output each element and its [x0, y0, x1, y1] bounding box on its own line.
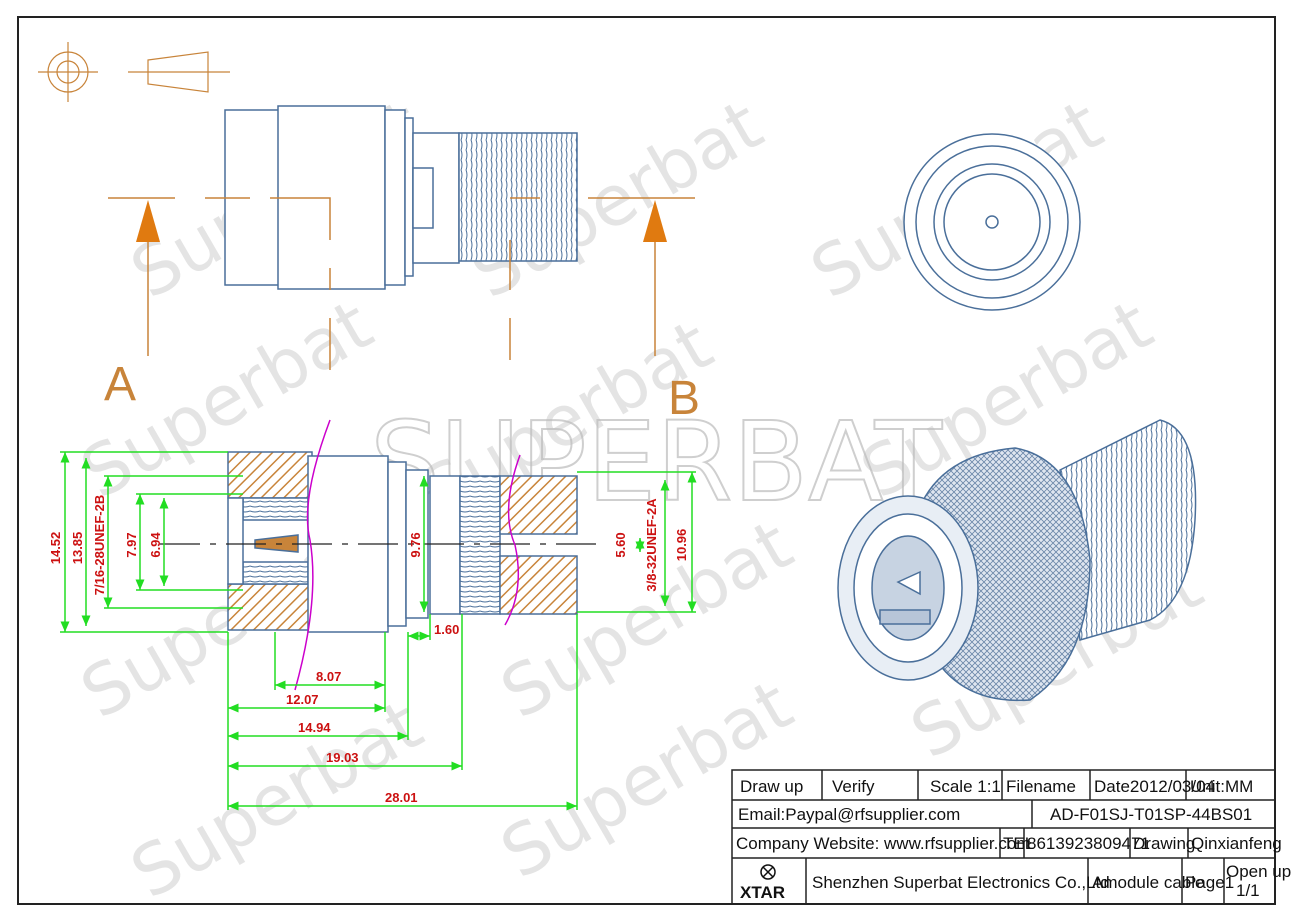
tb-drawing-label: Drawing: [1133, 834, 1195, 853]
arrow-b-icon: [643, 200, 667, 242]
tb-date: Date2012/03/04: [1094, 777, 1215, 796]
center-pin-icon: [896, 570, 921, 596]
end-view: [903, 133, 1081, 311]
dim-thread-right: 3/8-32UNEF-2A: [644, 498, 659, 592]
tb-tel-label: TEL: [1003, 834, 1034, 853]
xtar-logo-icon: [760, 864, 776, 880]
tb-part-no: AD-F01SJ-T01SP-44BS01: [1050, 805, 1252, 824]
dim-9-76: 9.76: [408, 532, 423, 557]
tb-draw-up: Draw up: [740, 777, 803, 796]
dim-14-52: 14.52: [48, 532, 63, 565]
dim-10-96: 10.96: [674, 529, 689, 562]
tb-unit: Unit:MM: [1190, 777, 1253, 796]
sheet-border: [17, 16, 1276, 905]
section-label-b: B: [668, 372, 700, 425]
dim-1-60: 1.60: [434, 622, 459, 637]
section-line-a-b: [108, 197, 695, 370]
tb-page: Page1: [1185, 873, 1234, 892]
dim-8-07: 8.07: [316, 669, 341, 684]
tb-tel: 8613923809471: [1027, 834, 1150, 853]
tb-verify: Verify: [832, 777, 875, 796]
dim-6-94: 6.94: [148, 532, 163, 558]
tb-product: Amodule cable: [1092, 873, 1204, 892]
tb-email: Email:Paypal@rfsupplier.com: [738, 805, 960, 824]
dim-thread-left: 7/16-28UNEF-2B: [92, 495, 107, 595]
section-label-a: A: [104, 358, 136, 411]
dim-14-94: 14.94: [298, 720, 331, 735]
tb-company: Shenzhen Superbat Electronics Co.,Ltd: [812, 873, 1110, 892]
tb-drawer: Qinxianfeng: [1191, 834, 1282, 853]
dim-5-60: 5.60: [613, 532, 628, 557]
tb-open-up: Open up: [1226, 862, 1291, 881]
dimension-lines: [60, 451, 697, 811]
tb-scale: Scale 1:1: [930, 777, 1001, 796]
dim-28-01: 28.01: [385, 790, 418, 805]
connector-3d-render: [837, 419, 1197, 702]
arrow-a-icon: [136, 200, 160, 242]
tb-filename: Filename: [1006, 777, 1076, 796]
tb-website: Company Website: www.rfsupplier.com: [736, 834, 1030, 853]
tb-logo-text: XTAR: [740, 883, 785, 902]
tb-pages: 1/1: [1236, 881, 1260, 900]
dim-19-03: 19.03: [326, 750, 359, 765]
dim-7-97: 7.97: [124, 532, 139, 557]
section-view: [160, 419, 600, 691]
title-block: [731, 769, 1276, 905]
dim-13-85: 13.85: [70, 532, 85, 565]
dim-12-07: 12.07: [286, 692, 319, 707]
projection-symbol: [38, 42, 230, 102]
